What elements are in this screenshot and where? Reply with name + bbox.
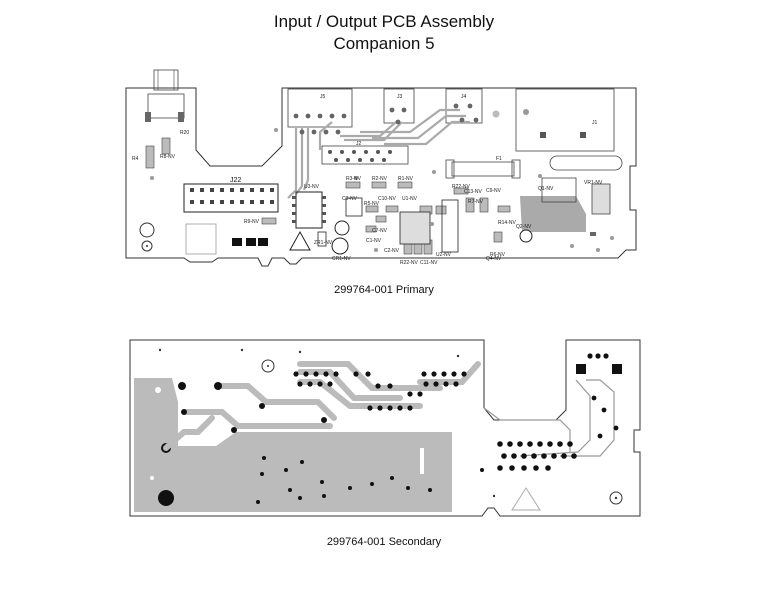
- diagram-title: Input / Output PCB Assembly: [273, 12, 495, 31]
- label-c2nv: C2-NV: [384, 248, 400, 254]
- label-r22nv: R22-NV: [452, 184, 470, 190]
- label-f1: F1: [496, 156, 502, 162]
- label-r9nv: R9-NV: [244, 219, 260, 225]
- label-j5: J5: [320, 94, 326, 100]
- label-r2nv: R2-NV: [372, 176, 388, 182]
- label-j4: J4: [461, 94, 467, 100]
- label-r4: R4: [132, 156, 139, 162]
- label-r14nv: R14-NV: [498, 220, 516, 226]
- label-j2: J2: [356, 141, 362, 147]
- label-r7nv: R7-NV: [468, 199, 484, 205]
- primary-board: J5 J3 J4 J1 J2 J22 F1 R20 R4 R8-NV R9-NV…: [125, 69, 637, 267]
- label-r5nv: R5-NV: [364, 201, 380, 207]
- label-r22nv-b: R22-NV: [400, 260, 418, 266]
- label-u3nv: U3-NV: [304, 184, 320, 190]
- label-r6nv: R6-NV: [490, 252, 506, 258]
- label-q1nv: Q1-NV: [538, 186, 554, 192]
- label-r1nv: R1-NV: [398, 176, 414, 182]
- label-j1: J1: [592, 120, 598, 126]
- label-c11nv: C11-NV: [420, 260, 438, 266]
- label-c10nv: C10-NV: [378, 196, 396, 202]
- secondary-caption: 299764-001 Secondary: [326, 536, 442, 548]
- ground-pour: [134, 378, 452, 512]
- label-c1nv: C1-NV: [366, 238, 382, 244]
- label-j3: J3: [397, 94, 403, 100]
- label-u1nv: U1-NV: [402, 196, 418, 202]
- secondary-board: [129, 339, 641, 517]
- diagram-subtitle: Companion 5: [333, 34, 435, 53]
- label-c3nv: C3-NV: [342, 196, 358, 202]
- label-r3nv: R3-NV: [346, 176, 362, 182]
- label-zr1nv: ZR1-NV: [314, 240, 333, 246]
- label-c9nv: C9-NV: [486, 188, 502, 194]
- label-r8nv: R8-NV: [160, 154, 176, 160]
- primary-board-outline: [125, 87, 637, 267]
- label-c7nv: C7-NV: [372, 228, 388, 234]
- label-r20: R20: [180, 130, 189, 136]
- label-q2nv: Q2-NV: [516, 224, 532, 230]
- label-vr1nv: VR1-NV: [584, 180, 603, 186]
- label-u2nv: U2-NV: [436, 252, 452, 258]
- label-j22: J22: [230, 177, 241, 184]
- primary-caption: 299764-001 Primary: [334, 284, 434, 296]
- label-q4nv: Q4-NV: [486, 256, 502, 262]
- label-cr1nv: CR1-NV: [332, 256, 351, 262]
- label-c13nv: C13-NV: [464, 189, 482, 195]
